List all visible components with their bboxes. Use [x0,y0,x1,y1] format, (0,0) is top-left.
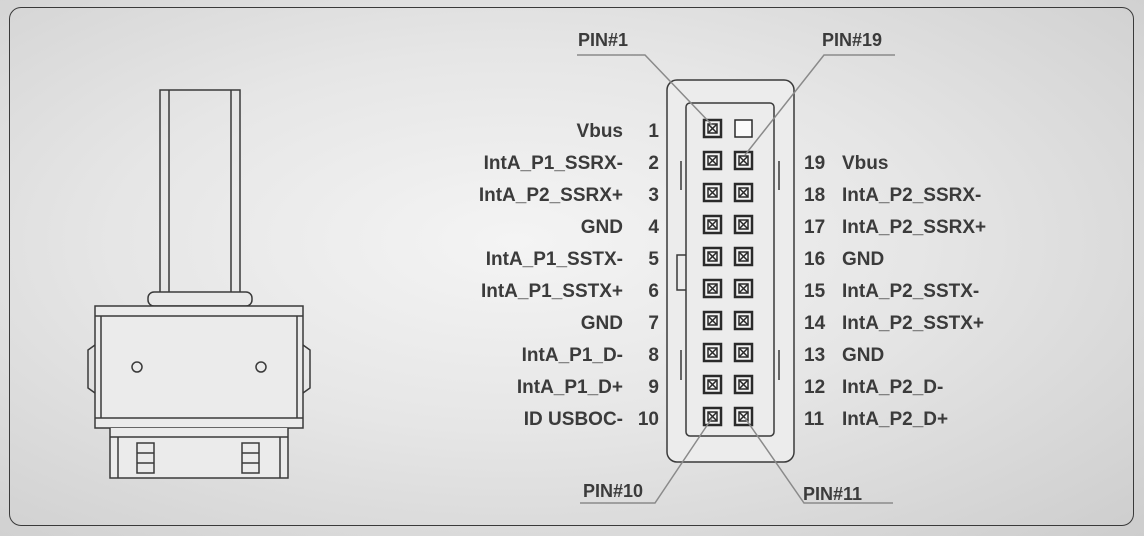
pin-cell-left [702,182,723,203]
leader-pin19 [744,54,895,156]
latch-right [241,442,260,474]
right-pin-name: IntA_P2_SSRX- [842,185,982,206]
right-pin-name: IntA_P2_SSTX+ [842,313,985,334]
left-pin-number: 4 [648,217,659,238]
header-front-view [666,79,795,463]
pin-cell-right [733,310,754,331]
pin-cell-left [702,214,723,235]
pin-cell-left [702,278,723,299]
left-pin-number: 2 [648,153,659,174]
right-pin-name: GND [842,345,885,366]
left-pin-name: IntA_P1_SSRX- [483,153,623,174]
pin-cell-right [733,342,754,363]
pin-cell-left [702,246,723,267]
left-pin-name: Vbus [576,121,623,142]
strain-relief [147,291,253,307]
pin-cell-left [702,118,723,139]
screw-hole-left [131,361,143,373]
right-pin-name: GND [842,249,885,270]
left-pin-number: 7 [648,313,659,334]
right-pin-number: 18 [804,185,826,206]
polarization-key [676,254,686,291]
left-pin-name: IntA_P2_SSRX+ [478,185,623,206]
pin-cell-right [733,406,754,427]
right-pin-name: IntA_P2_SSRX+ [842,217,987,238]
left-pin-name: IntA_P1_D+ [516,377,623,398]
pin-cell-right [733,182,754,203]
pin-cell-right [733,278,754,299]
right-pin-number: 11 [804,409,825,430]
pin-cell-empty [734,119,753,138]
left-pin-name: GND [580,313,623,334]
right-pin-number: 19 [804,153,826,174]
pin-cell-left [702,406,723,427]
pin-grid [702,118,754,427]
right-pin-number: 17 [804,217,826,238]
pin-cell-left [702,310,723,331]
leader-pin10 [580,417,713,504]
pin-cell-right [733,150,754,171]
pin-cell-left [702,150,723,171]
callout-pin1: PIN#1 [578,30,629,50]
left-pin-number: 3 [648,185,659,206]
right-pin-number: 15 [804,281,826,302]
plug-body [94,305,304,429]
left-pin-number: 8 [648,345,659,366]
left-pin-number: 6 [648,281,659,302]
left-pin-number: 10 [637,409,659,430]
callout-pin19: PIN#19 [822,30,883,50]
latch-left [136,442,155,474]
left-pin-name: ID USBOC- [523,409,623,430]
left-pin-number: 1 [648,121,659,142]
callout-pin11: PIN#11 [803,484,863,504]
right-pin-number: 12 [804,377,826,398]
right-pin-number: 13 [804,345,826,366]
diagram-frame [9,7,1134,526]
leader-pin1 [577,54,713,126]
cable [159,89,241,296]
left-pin-name: GND [580,217,623,238]
callout-pin10: PIN#10 [583,481,644,501]
pin-cell-left [702,342,723,363]
header-shroud-inner [685,102,775,437]
right-pin-name: IntA_P2_SSTX- [842,281,980,302]
right-pin-name: IntA_P2_D- [842,377,944,398]
left-pin-name: IntA_P1_SSTX- [485,249,623,270]
header-shroud-outer [666,79,795,463]
left-pin-number: 5 [648,249,659,270]
leader-lines [577,54,895,504]
right-pin-name: IntA_P2_D+ [842,409,949,430]
right-pin-number: 16 [804,249,826,270]
leader-pin11 [744,417,893,504]
left-pin-name: IntA_P1_D- [521,345,623,366]
pin-cell-right [733,374,754,395]
left-pin-number: 9 [648,377,659,398]
screw-hole-right [255,361,267,373]
left-pin-name: IntA_P1_SSTX+ [480,281,623,302]
pin-cell-left [702,374,723,395]
pin-cell-right [733,246,754,267]
pin-cell-right [733,214,754,235]
right-pin-name: Vbus [842,153,889,174]
right-pin-number: 14 [804,313,826,334]
